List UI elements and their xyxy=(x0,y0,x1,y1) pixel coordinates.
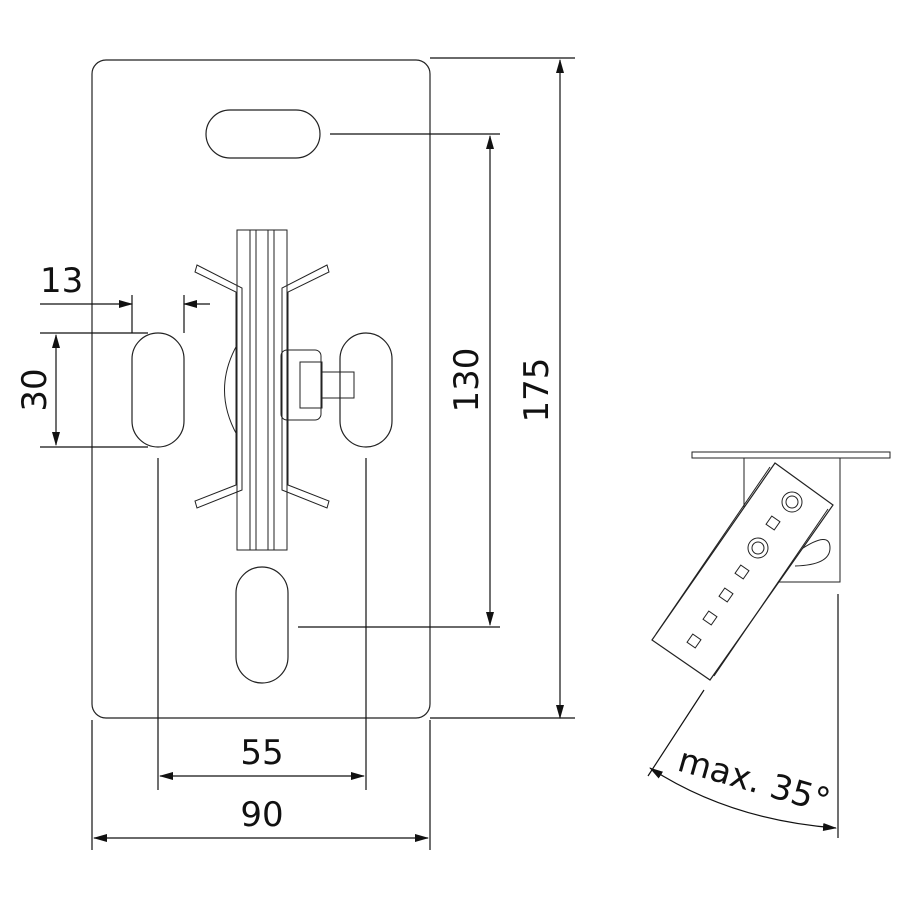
dim-tilt-angle: max. 35° xyxy=(674,740,835,821)
front-view xyxy=(91,59,431,719)
dim-slot-width: 13 xyxy=(40,261,83,301)
dim-slot-height: 30 xyxy=(15,368,55,411)
slot-left xyxy=(131,332,185,448)
dim-hole-spacing-vertical: 130 xyxy=(447,348,487,413)
wall-plate xyxy=(691,451,891,459)
extension-lines xyxy=(40,57,575,850)
slot-bottom xyxy=(235,566,289,684)
dim-plate-width: 90 xyxy=(240,795,283,835)
dimension-lines xyxy=(40,59,564,842)
mounting-plate xyxy=(91,59,431,719)
angle-arc xyxy=(649,767,837,832)
bolt xyxy=(280,349,355,421)
rail-bracket xyxy=(194,229,355,551)
tilted-rail xyxy=(651,462,834,681)
dim-hole-spacing-horizontal: 55 xyxy=(240,733,283,773)
side-view: max. 35° xyxy=(647,451,891,838)
slot-right xyxy=(339,332,393,448)
dim-plate-height: 175 xyxy=(517,358,557,423)
slot-top xyxy=(205,109,321,159)
